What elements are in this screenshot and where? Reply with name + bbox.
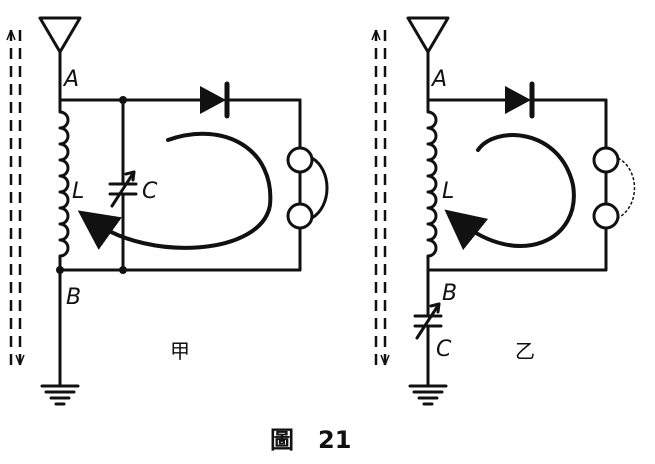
label-coil: L [442,179,454,204]
junction-dot [119,96,127,104]
junction-dot [56,266,64,274]
ground-symbol-right [408,384,448,406]
label-capacitor: C [436,337,452,362]
circuit-left: A L C B 甲 [6,16,329,406]
label-antenna-point: A [430,67,447,92]
ground-symbol-left [40,384,80,406]
field-lines-right [371,29,390,366]
label-capacitor: C [142,179,158,204]
variable-capacitor-left [108,170,138,208]
label-capacitor-top: B [442,281,457,306]
figure-caption: 圖 21 [270,426,351,454]
label-ground-point: B [66,285,81,310]
headphones-right [592,146,636,230]
current-arrow-right [444,133,576,251]
wiring-left [58,98,302,386]
antenna-right [406,16,450,102]
caption-figure-word: 圖 [270,426,294,454]
label-coil: L [72,179,84,204]
field-lines-left [6,29,25,366]
junction-dot [119,266,127,274]
antenna-left [38,16,82,102]
headphones-left [286,146,329,230]
coil-right [426,98,438,272]
caption-figure-number: 21 [318,426,351,454]
diode-right [505,81,535,119]
panel-label-right: 乙 [515,339,535,363]
current-arrow-left [77,131,273,250]
coil-left [58,98,70,272]
wiring-right [426,98,608,386]
diode-left [200,81,230,119]
circuit-right: A L B C 乙 [371,16,636,406]
panel-label-left: 甲 [170,339,190,363]
label-antenna-point: A [62,67,79,92]
variable-capacitor-right [413,302,443,340]
